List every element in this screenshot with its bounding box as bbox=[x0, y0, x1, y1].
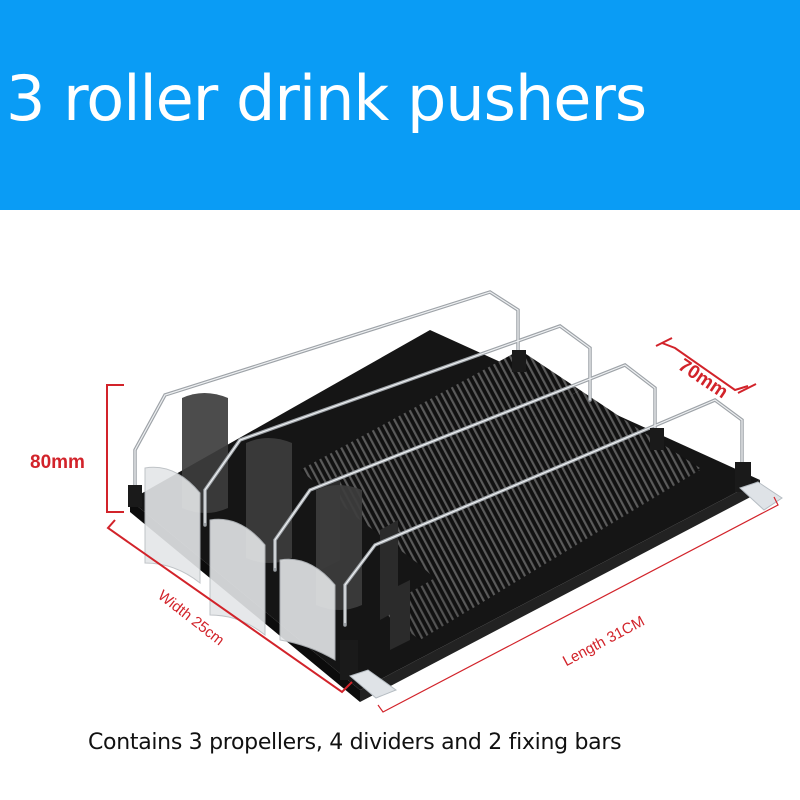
clear-guards-icon bbox=[144, 466, 336, 661]
clip-posts-icon bbox=[128, 350, 751, 680]
wire-highlights-icon bbox=[134, 291, 743, 623]
dimension-lines-icon bbox=[106, 337, 779, 713]
fixing-bars-icon bbox=[348, 481, 783, 699]
banner-title: 3 roller drink pushers bbox=[6, 62, 647, 135]
title-banner: 3 roller drink pushers bbox=[0, 0, 800, 210]
height-dimension-label: 80mm bbox=[30, 452, 85, 473]
package-contents-caption: Contains 3 propellers, 4 dividers and 2 … bbox=[88, 730, 622, 755]
